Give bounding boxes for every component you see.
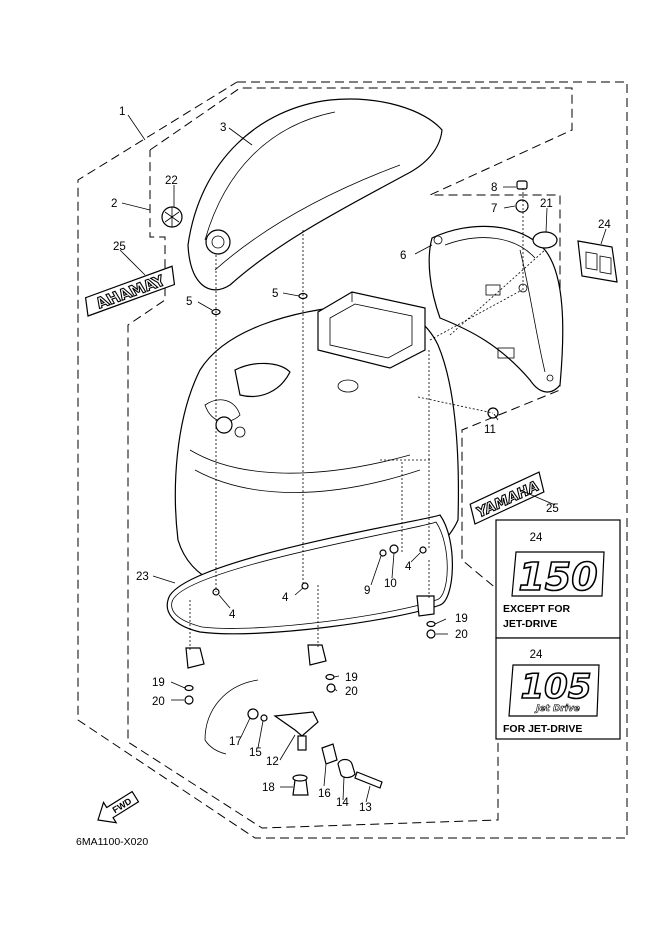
grommet-22: [161, 206, 183, 228]
decal-24-small: [577, 240, 618, 283]
callout-5-left: 5: [186, 296, 192, 308]
latch-detail: [204, 679, 383, 796]
air-intake: [317, 291, 426, 369]
callout-16: 16: [318, 788, 331, 800]
callout-21: 21: [540, 198, 553, 210]
fwd-arrow: FWD: [97, 790, 140, 824]
callout-2: 2: [111, 198, 117, 210]
leader-lines: [119, 114, 607, 803]
inset-jet-drive: 24 105 Jet Drive FOR JET-DRIVE: [495, 637, 621, 740]
inset-bottom-caption: FOR JET-DRIVE: [503, 723, 582, 735]
callout-24-small: 24: [598, 219, 611, 231]
callout-6: 6: [400, 250, 406, 262]
callout-4-right: 4: [405, 561, 412, 573]
callout-13: 13: [359, 802, 372, 814]
callout-15: 15: [249, 747, 262, 759]
top-cover: [187, 98, 443, 291]
inset-top-caption-1: EXCEPT FOR: [503, 603, 571, 615]
decal-jet-drive-sub: Jet Drive: [534, 704, 580, 714]
inset-except-jet-drive: 24 150 EXCEPT FOR JET-DRIVE: [495, 519, 621, 639]
callout-4-left: 4: [229, 609, 236, 621]
callout-20-mid: 20: [345, 686, 358, 698]
callout-20-left: 20: [152, 696, 165, 708]
callout-18: 18: [262, 782, 275, 794]
inset-bottom-callout: 24: [530, 649, 543, 661]
callout-9: 9: [364, 585, 370, 597]
callout-19-right: 19: [455, 613, 468, 625]
inset-top-callout: 24: [530, 532, 543, 544]
assembly-lines: [189, 188, 546, 652]
decal-brand-mirrored: YAMAHA: [94, 271, 168, 312]
decal-number-150: 150: [518, 555, 597, 599]
callout-11: 11: [484, 424, 496, 436]
callout-19-mid: 19: [345, 672, 358, 684]
callout-19-left: 19: [152, 677, 165, 689]
callout-20-right: 20: [455, 629, 468, 641]
assembly-boundaries: [77, 81, 628, 839]
callout-12: 12: [266, 756, 279, 768]
outer-boundary-1: [77, 81, 628, 839]
callout-5-right: 5: [272, 288, 278, 300]
callout-4-mid: 4: [282, 592, 289, 604]
callout-17: 17: [229, 736, 242, 748]
callout-25-upper: 25: [113, 241, 126, 253]
hardware: [184, 180, 558, 705]
callout-1: 1: [119, 106, 125, 118]
upper-cowling-boundary-2: [127, 87, 573, 829]
callout-numbers: 1 2 3 22 25 5 5 8 7 21 24 6 11 25 23 4 4…: [111, 106, 611, 814]
decal-number-105: 105: [521, 667, 592, 707]
diagram-code: 6MA1100-X020: [76, 836, 148, 848]
callout-3: 3: [220, 122, 226, 134]
decal-25-upper: YAMAHA: [84, 265, 176, 317]
rear-side-panel: [428, 225, 564, 393]
callout-8: 8: [491, 182, 497, 194]
inset-top-caption-2: JET-DRIVE: [503, 618, 557, 630]
callout-25-lower: 25: [546, 503, 559, 515]
callout-7: 7: [491, 203, 497, 215]
decal-25-lower: YAMAHA: [469, 471, 545, 525]
callout-23: 23: [136, 571, 149, 583]
callout-14: 14: [336, 797, 349, 809]
callout-10: 10: [384, 578, 397, 590]
main-cowling: [174, 304, 460, 596]
callout-22: 22: [165, 175, 178, 187]
